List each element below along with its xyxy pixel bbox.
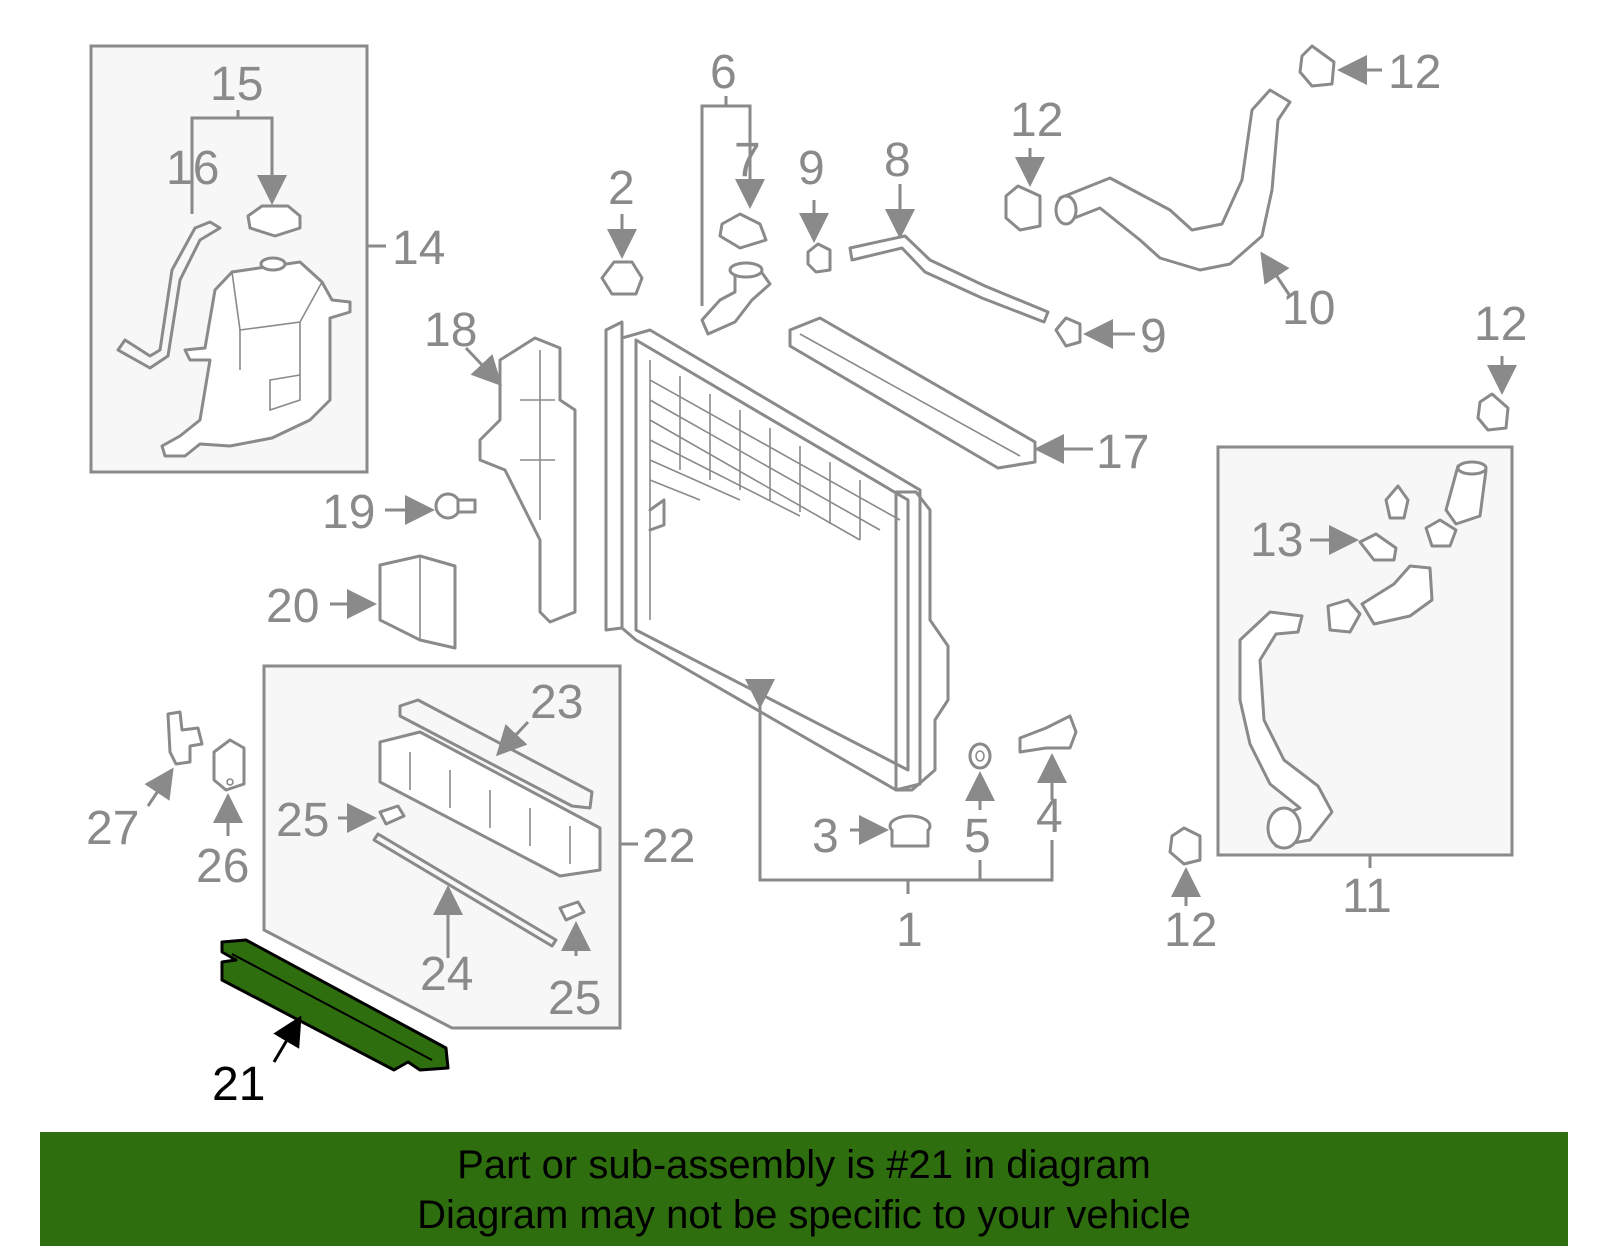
callout-24: 24 — [420, 948, 473, 1001]
sensor-13 — [1358, 532, 1398, 562]
shutter-seal-24 — [372, 832, 558, 948]
callout-14: 14 — [392, 222, 445, 275]
banner-line-part: Part or sub-assembly is #21 in diagram — [457, 1143, 1151, 1187]
callout-20: 20 — [266, 580, 319, 633]
callout-25b: 25 — [548, 972, 601, 1025]
callout-27: 27 — [86, 802, 139, 855]
hose-clamp-9b — [1054, 316, 1082, 348]
callout-12a: 12 — [1388, 46, 1441, 99]
radiator — [604, 320, 950, 792]
shutter-assembly — [378, 730, 602, 878]
callout-23: 23 — [530, 676, 583, 729]
callout-21[interactable]: 21 — [212, 1058, 265, 1111]
clamp-12-upper-left — [1004, 184, 1042, 232]
bypass-hose — [848, 234, 1050, 324]
banner-line-disclaimer: Diagram may not be specific to your vehi… — [417, 1193, 1191, 1237]
hose-short — [1444, 460, 1488, 526]
clamp-12-right — [1476, 392, 1510, 432]
clamp-12-lower — [1168, 826, 1202, 866]
callout-5: 5 — [964, 810, 991, 863]
filler-neck — [700, 261, 772, 336]
callout-2: 2 — [608, 162, 635, 215]
clip-19 — [434, 492, 477, 520]
drain-cock-4 — [1018, 714, 1078, 754]
callout-26: 26 — [196, 840, 249, 893]
bracket-27 — [166, 710, 204, 766]
radiator-cap — [600, 260, 644, 296]
upper-support — [788, 316, 1037, 470]
callout-12d: 12 — [1164, 904, 1217, 957]
callout-7: 7 — [734, 134, 761, 187]
callout-8: 8 — [884, 134, 911, 187]
reservoir-cap — [246, 204, 302, 238]
small-clamp-11 — [1384, 484, 1458, 548]
callout-9a: 9 — [798, 142, 825, 195]
pad-25a — [378, 804, 406, 826]
pad-25b — [558, 900, 586, 922]
callout-6: 6 — [710, 46, 737, 99]
callout-16: 16 — [166, 142, 219, 195]
shutter-upper-bar — [398, 698, 594, 810]
air-guide-upper — [478, 336, 577, 624]
callout-12c: 12 — [1474, 298, 1527, 351]
callout-9b: 9 — [1140, 310, 1167, 363]
callout-labels: 1 2 3 4 5 6 7 8 9 9 10 11 12 12 12 12 13… — [86, 46, 1527, 1111]
callout-3: 3 — [812, 810, 839, 863]
bracket-26 — [212, 738, 246, 792]
callout-18: 18 — [424, 304, 477, 357]
air-guide-lower — [378, 554, 457, 650]
part-21-highlighted[interactable] — [220, 938, 450, 1072]
callout-4: 4 — [1036, 790, 1063, 843]
cushion-3 — [888, 814, 932, 848]
callout-19: 19 — [322, 486, 375, 539]
reservoir-hose — [116, 220, 222, 370]
callout-13: 13 — [1250, 514, 1303, 567]
callout-17: 17 — [1096, 426, 1149, 479]
callout-25a: 25 — [276, 794, 329, 847]
callout-15: 15 — [210, 58, 263, 111]
filler-cap — [718, 212, 768, 250]
callout-1: 1 — [896, 904, 923, 957]
lower-hose — [1238, 610, 1334, 850]
clamp-12-upper-right — [1298, 44, 1336, 88]
hose-fitting — [1326, 564, 1434, 634]
hose-clamp-9a — [806, 242, 832, 274]
reservoir-tank — [160, 256, 352, 458]
callout-12b: 12 — [1010, 94, 1063, 147]
info-banner: Part or sub-assembly is #21 in diagram D… — [40, 1132, 1568, 1246]
washer-5 — [968, 742, 992, 770]
callout-22: 22 — [642, 820, 695, 873]
callout-11: 11 — [1342, 870, 1392, 923]
upper-hose — [1054, 88, 1292, 272]
callout-10: 10 — [1282, 282, 1335, 335]
shutter-group-box — [262, 664, 638, 1030]
